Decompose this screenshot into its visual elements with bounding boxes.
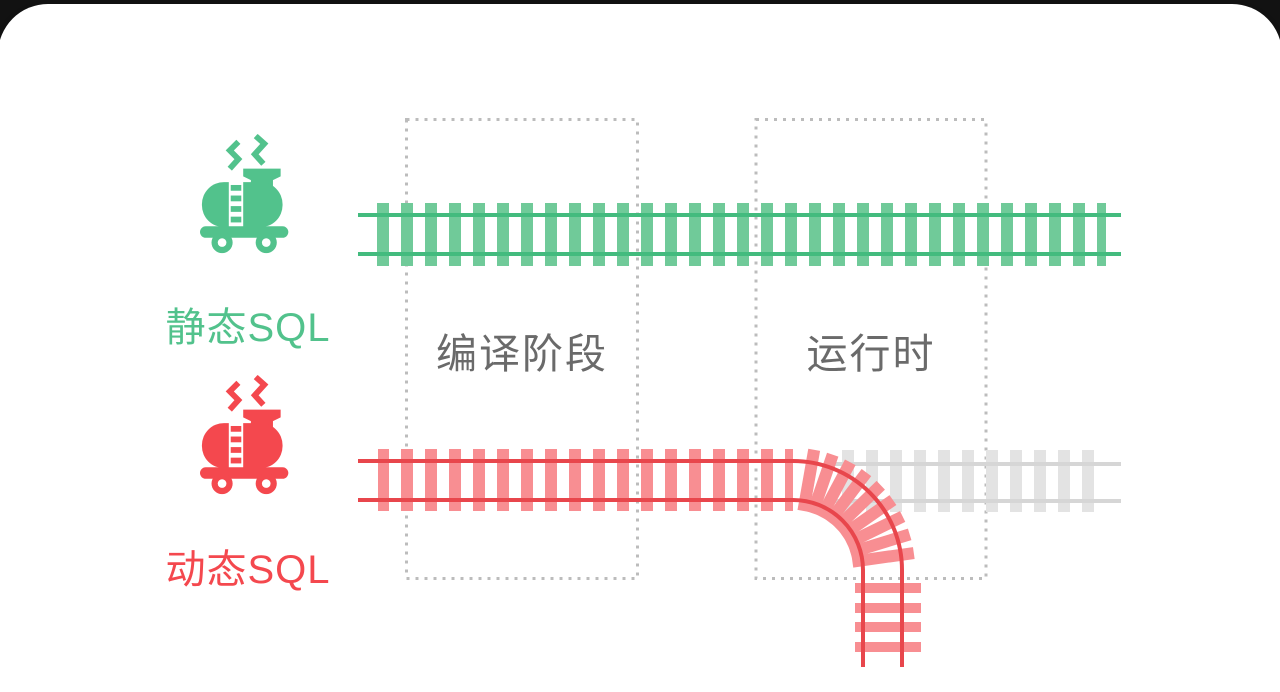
curve-ties	[797, 448, 915, 568]
vertical-ties	[855, 583, 921, 652]
static-sql-label: 静态SQL	[165, 306, 331, 350]
compile-phase-label: 编译阶段	[436, 331, 608, 377]
outer-rail	[358, 459, 904, 667]
canvas-card: 编译阶段 运行时	[0, 4, 1280, 692]
runtime-phase-label: 运行时	[806, 331, 936, 377]
static-sql-track	[358, 203, 1121, 266]
dynamic-sql-label: 动态SQL	[165, 548, 331, 592]
dynamic-sql-track	[358, 448, 921, 667]
inner-rail	[358, 498, 865, 667]
static-sql-train-icon	[200, 134, 296, 259]
dynamic-sql-train-icon	[200, 375, 296, 500]
